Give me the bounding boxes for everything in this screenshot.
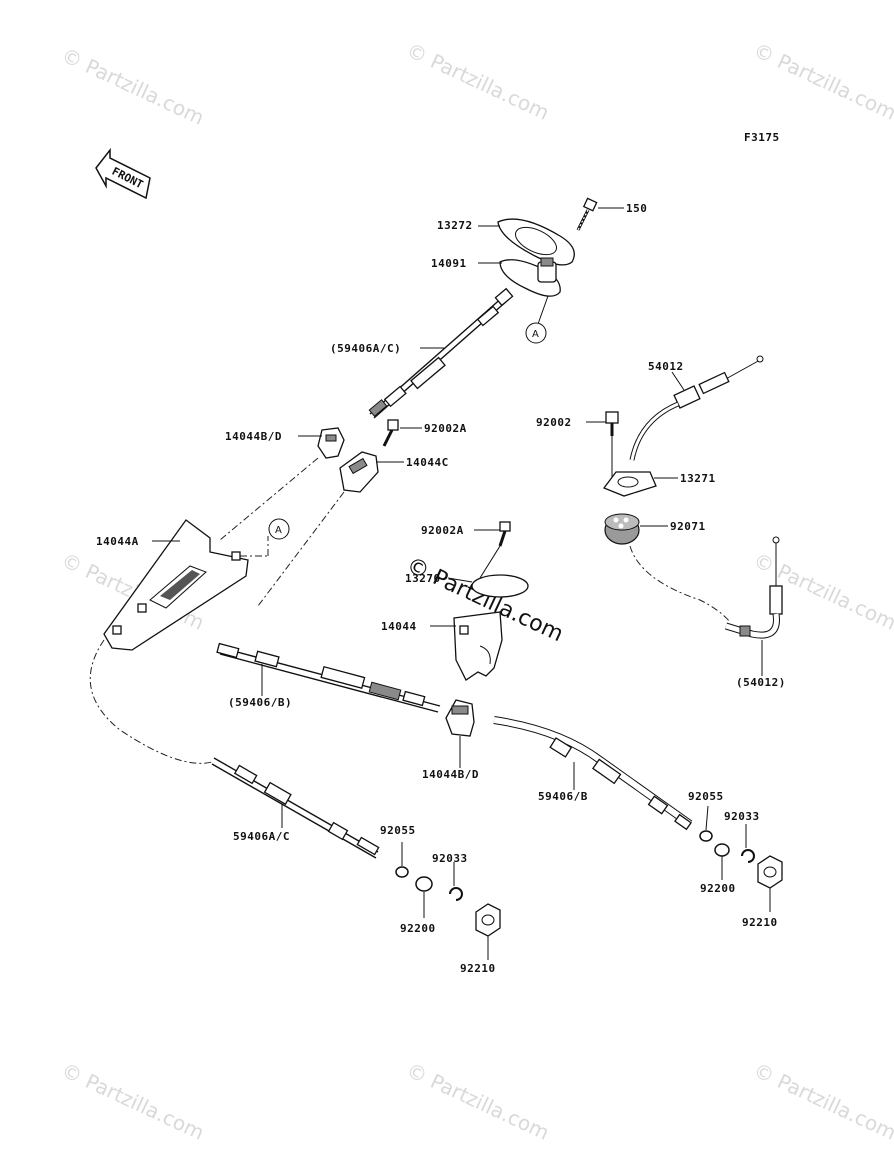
watermark: © Partzilla.com: [58, 43, 208, 130]
callout-92210-right: 92210: [742, 916, 778, 929]
callout-92071: 92071: [670, 520, 706, 533]
callout-92002a-top: 92002A: [424, 422, 467, 435]
grommet-92071: [604, 513, 640, 545]
nut-92210-right: [757, 855, 783, 889]
watermark: © Partzilla.com: [403, 1058, 553, 1145]
washer-92200-left: [415, 876, 433, 892]
callout-54012-paren: (54012): [736, 676, 786, 689]
callout-14044bd-top: 14044B/D: [225, 430, 282, 443]
callout-14044c: 14044C: [406, 456, 449, 469]
front-arrow-icon: FRONT: [95, 147, 151, 200]
callout-14044: 14044: [381, 620, 417, 633]
callout-92055-left: 92055: [380, 824, 416, 837]
callout-59406b: 59406/B: [538, 790, 588, 803]
oring-92055-right: [699, 830, 713, 842]
plate-13270: [471, 574, 529, 598]
watermark: © Partzilla.com: [403, 38, 553, 125]
callout-92055-right: 92055: [688, 790, 724, 803]
lockwasher-92033-right: [741, 849, 755, 863]
cable-59406ac-lower: [211, 757, 380, 859]
bolt-92002a-top: [382, 419, 399, 447]
clamp-14044bd-mid: [445, 699, 475, 737]
watermark: © Partzilla.com: [58, 1058, 208, 1145]
clamp-14044bd-top: [317, 427, 345, 459]
callout-13271: 13271: [680, 472, 716, 485]
callout-13272: 13272: [437, 219, 473, 232]
figure-code: F3175: [744, 131, 780, 144]
bracket-14091: [499, 257, 561, 297]
callout-14044a: 14044A: [96, 535, 139, 548]
callout-59406ac-top: (59406A/C): [330, 342, 401, 355]
callout-14044bd-mid: 14044B/D: [422, 768, 479, 781]
callout-92002: 92002: [536, 416, 572, 429]
cable-59406b-lower: [493, 716, 693, 831]
bolt-92002a-mid: [498, 521, 511, 547]
cable-59406b-upper: [216, 642, 441, 713]
ref-marker-a-top: A: [532, 329, 539, 340]
lockwasher-92033-left: [449, 887, 463, 901]
bracket-14044c: [339, 451, 379, 493]
callout-59406b-paren: (59406/B): [228, 696, 292, 709]
cable-54012: [629, 355, 764, 461]
washer-92200-right: [714, 843, 730, 857]
cable-54012-lower: [724, 536, 783, 639]
callout-150: 150: [626, 202, 647, 215]
plate-13271: [602, 471, 657, 497]
callout-14091: 14091: [431, 257, 467, 270]
callout-92033-right: 92033: [724, 810, 760, 823]
bracket-14044: [453, 611, 503, 681]
plate-14044a: [103, 519, 249, 651]
callout-92210-left: 92210: [460, 962, 496, 975]
callout-59406ac: 59406A/C: [233, 830, 290, 843]
callout-54012: 54012: [648, 360, 684, 373]
gasket-13272: [497, 218, 575, 266]
callout-92002a-mid: 92002A: [421, 524, 464, 537]
callout-13270: 13270: [405, 572, 441, 585]
cable-59406ac-upper: [368, 287, 514, 419]
callout-92033-left: 92033: [432, 852, 468, 865]
callout-92200-left: 92200: [400, 922, 436, 935]
bolt-150: [576, 197, 598, 231]
watermark: © Partzilla.com: [750, 38, 894, 125]
ref-marker-a-mid: A: [275, 525, 282, 536]
oring-92055-left: [395, 866, 409, 878]
nut-92210-left: [475, 903, 501, 937]
watermark: © Partzilla.com: [750, 1058, 894, 1145]
bolt-92002: [605, 411, 619, 436]
callout-92200-right: 92200: [700, 882, 736, 895]
